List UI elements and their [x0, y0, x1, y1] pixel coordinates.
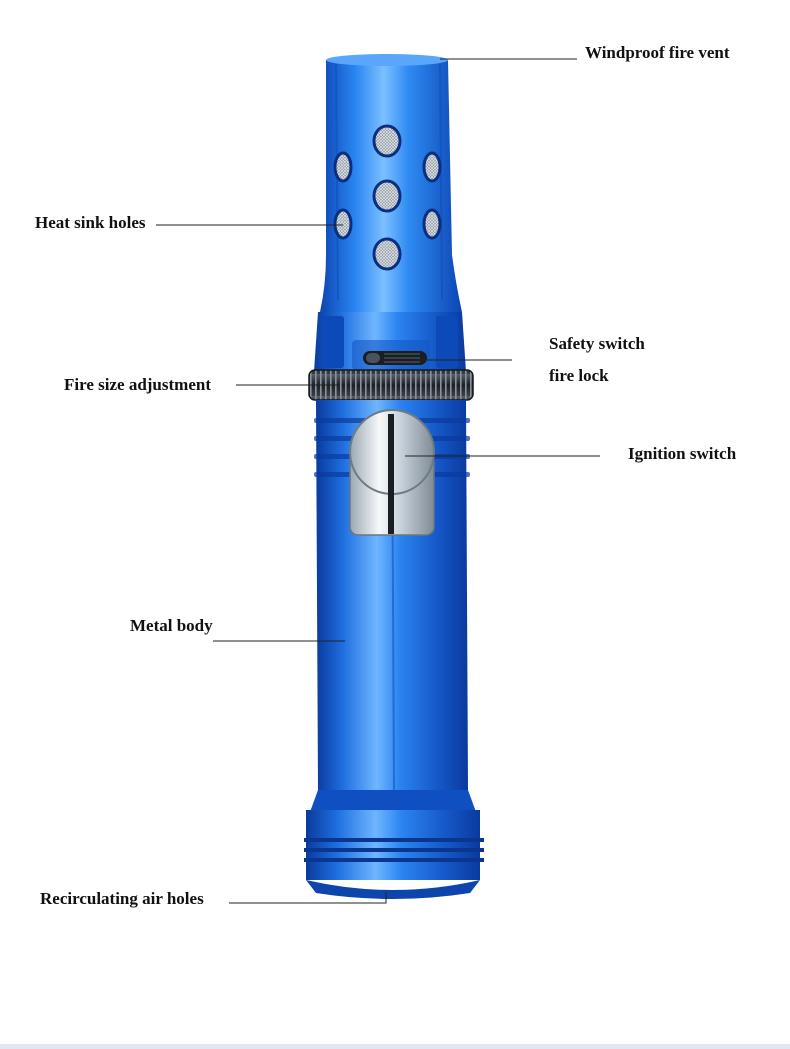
safety-switch[interactable] — [363, 351, 427, 365]
label-metal-body: Metal body — [130, 616, 213, 635]
bottom-strip — [0, 1044, 790, 1049]
leader-air-holes — [229, 892, 387, 904]
label-ignition-switch: Ignition switch — [628, 444, 737, 463]
ignition-switch[interactable] — [349, 409, 435, 536]
base — [304, 790, 484, 899]
label-fire-size-adjustment: Fire size adjustment — [64, 375, 211, 394]
label-safety-switch: Safety switch — [549, 334, 645, 353]
heat-sink-hole-grid — [333, 124, 442, 271]
label-fire-lock: fire lock — [549, 366, 609, 385]
label-heat-sink-holes: Heat sink holes — [35, 213, 146, 232]
label-windproof-fire-vent: Windproof fire vent — [585, 43, 730, 62]
label-recirculating-air-holes: Recirculating air holes — [40, 889, 204, 908]
